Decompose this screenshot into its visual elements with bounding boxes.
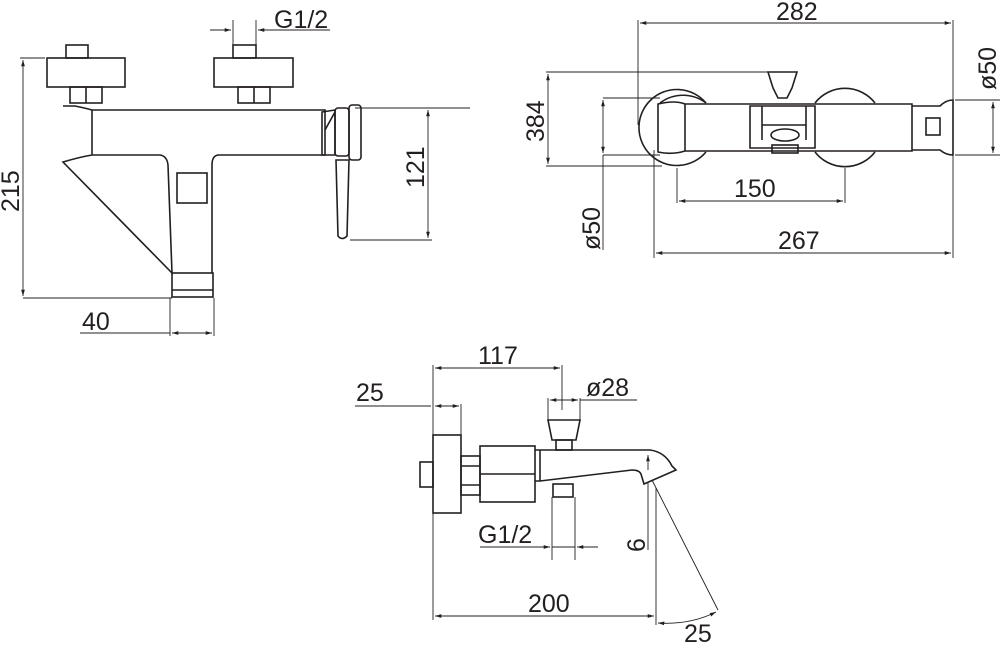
top-view: 282 ø50 384 ø50 150 267	[522, 0, 1000, 258]
faucet-front-outline	[46, 44, 362, 298]
dim-label-spout-width: 40	[82, 308, 110, 336]
dim-label-handle-diameter: ø28	[586, 374, 629, 402]
dim-label-g12-front: G1/2	[274, 6, 328, 34]
dimension-lines-side	[355, 365, 719, 626]
side-view: 117 25 ø28 G1/2 6 200 25	[355, 342, 719, 645]
dim-label-g12-side: G1/2	[478, 521, 532, 549]
dimension-lines-front	[20, 20, 470, 336]
dim-label-overall-width: 282	[776, 0, 818, 26]
dim-label-centers: 150	[734, 175, 776, 203]
dim-label-height: 215	[0, 170, 25, 212]
dimension-lines-top	[546, 20, 1000, 258]
front-view: G1/2 215 40 121	[0, 6, 470, 336]
dim-label-spout-angle: 25	[684, 620, 712, 645]
dim-label-left-diameter: ø50	[578, 207, 606, 250]
dim-label-projection: 384	[522, 100, 550, 142]
faucet-top-outline	[638, 71, 954, 168]
dim-label-body-length: 267	[778, 227, 820, 255]
faucet-side-outline	[419, 419, 678, 560]
dim-label-spout-drop: 6	[623, 538, 651, 552]
dim-label-wall-plate: 25	[356, 379, 384, 407]
dim-label-lever-length: 121	[402, 146, 430, 188]
dim-label-spout-reach: 200	[528, 590, 570, 618]
dim-label-right-diameter: ø50	[974, 47, 1000, 90]
dim-label-depth: 117	[478, 342, 518, 370]
